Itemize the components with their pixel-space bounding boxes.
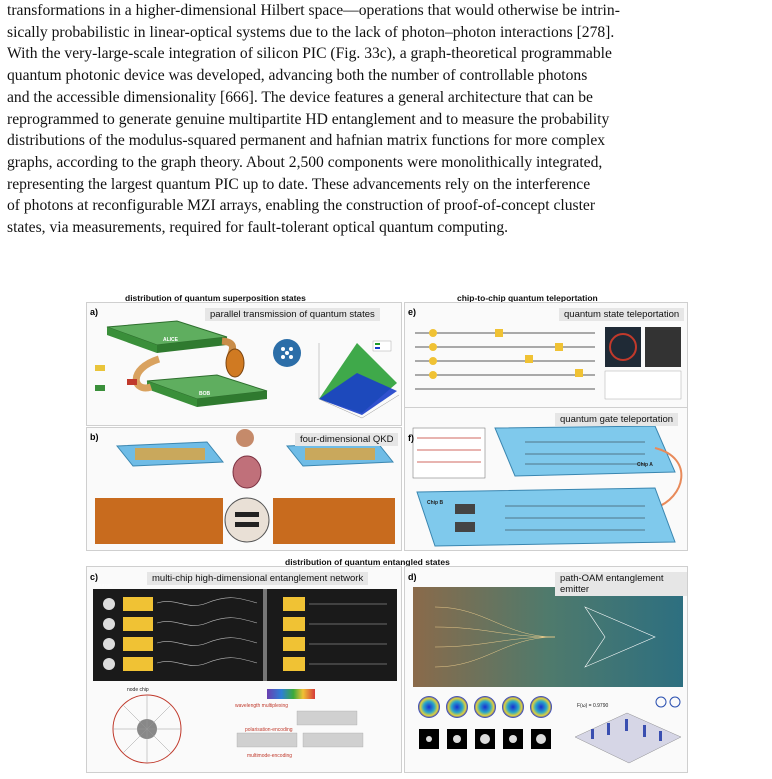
panel-c-label: c)	[90, 572, 99, 582]
paragraph-line: quantum photonic device was developed, a…	[7, 67, 588, 85]
section-title-superposition: distribution of quantum superposition st…	[125, 293, 306, 303]
panel-e-title: quantum state teleportation	[559, 308, 685, 321]
wavelength-label: wavelength multiplexing	[235, 703, 288, 709]
panel-a-illustration: ALICE BOB	[95, 320, 400, 419]
panel-a: ALICE BOB a) parallel transmission of qu…	[86, 302, 402, 426]
panel-f-title: quantum gate teleportation	[555, 413, 679, 426]
node-chip-label: node chip	[127, 687, 149, 693]
paragraph-line: distributions of the modulus-squared per…	[7, 132, 606, 150]
paragraph-line: and the accessible dimensionality [666].…	[7, 88, 593, 106]
multimode-label: multimode-encoding	[247, 753, 292, 759]
sources-label: sources	[95, 583, 113, 589]
panel-d-illustration: F(ω) = 0.9790	[413, 587, 683, 764]
panel-f: Chip A Chip B f) quantum gate teleportat…	[404, 407, 688, 551]
paragraph-line: representing the largest quantum PIC up …	[7, 175, 591, 193]
chip-a-label: Chip A	[637, 462, 653, 468]
panel-b-illustration	[95, 429, 395, 544]
bob-label: BOB	[199, 391, 211, 397]
panel-d: F(ω) = 0.9790 d) path-OAM entanglement e…	[404, 566, 688, 773]
paragraph-line: of photons at reconfigurable MZI arrays,…	[7, 197, 596, 215]
panel-c: sources node chip wavelength multiplexin…	[86, 566, 402, 773]
panel-a-title: parallel transmission of quantum states	[205, 308, 380, 321]
panel-f-label: f)	[408, 433, 414, 443]
panel-c-illustration: sources node chip wavelength multiplexin…	[93, 583, 397, 764]
paragraph-line: states, via measurements, required for f…	[7, 219, 509, 237]
paragraph-line: With the very-large-scale integration of…	[7, 45, 612, 63]
alice-label: ALICE	[163, 337, 179, 343]
polarisation-label: polarisation-encoding	[245, 727, 293, 733]
chip-b-label: Chip B	[427, 500, 443, 506]
panel-a-label: a)	[90, 307, 99, 317]
panel-e-label: e)	[408, 307, 417, 317]
panel-e: e) quantum state teleportation	[404, 302, 688, 426]
panel-e-illustration	[415, 327, 682, 400]
panel-d-label: d)	[408, 572, 417, 582]
paragraph-line: transformations in a higher-dimensional …	[7, 2, 620, 19]
panel-c-title: multi-chip high-dimensional entanglement…	[147, 572, 369, 585]
paragraph-line: graphs, according to the graph theory. A…	[7, 153, 603, 171]
panel-d-title: path-OAM entanglement emitter	[555, 572, 687, 596]
paragraph-line: reprogrammed to generate genuine multipa…	[7, 110, 610, 128]
panel-b-title: four-dimensional QKD	[295, 433, 399, 446]
section-title-teleportation: chip-to-chip quantum teleportation	[457, 293, 598, 303]
panel-f-illustration: Chip A Chip B	[412, 425, 683, 547]
panel-b-label: b)	[90, 432, 99, 442]
fidelity-label: F(ω) = 0.9790	[577, 703, 608, 709]
paragraph-line: sically probabilistic in linear-optical …	[7, 23, 615, 41]
panel-b: b) four-dimensional QKD	[86, 427, 402, 551]
body-paragraph: transformations in a higher-dimensional …	[7, 0, 767, 239]
section-title-entangled: distribution of quantum entangled states	[285, 557, 450, 567]
